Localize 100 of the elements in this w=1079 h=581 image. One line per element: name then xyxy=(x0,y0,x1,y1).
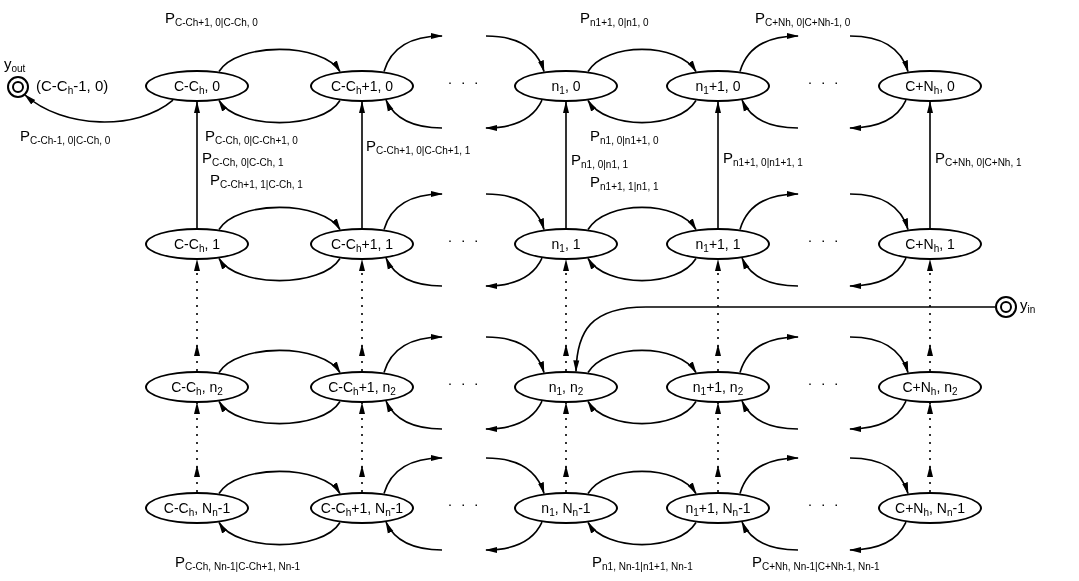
transition-arrow xyxy=(194,101,200,229)
ellipsis: · · · xyxy=(807,375,841,392)
transition-arrow xyxy=(739,33,799,73)
state-ellipse: C-C$_{h}$+1, 1 xyxy=(310,228,414,260)
edge-label: P$_{C+Nh, Nn-1|C+Nh-1, Nn-1}$ xyxy=(752,554,880,571)
transition-arrow xyxy=(587,470,697,495)
ellipsis: · · · xyxy=(807,496,841,513)
ellipsis: · · · xyxy=(447,232,481,249)
transition-arrow xyxy=(587,99,697,124)
state-ellipse: C-C$_{h}$, 0 xyxy=(145,70,249,102)
edge-label: P$_{C-Ch, 0|C-Ch+1, 0}$ xyxy=(205,128,298,145)
transition-arrow xyxy=(741,521,799,551)
transition-arrow xyxy=(849,336,909,374)
dotted-arrow xyxy=(715,259,721,372)
transition-arrow xyxy=(359,101,365,229)
ellipsis: · · · xyxy=(807,232,841,249)
edge-label: P$_{C-Ch, 0|C-Ch, 1}$ xyxy=(202,150,284,167)
state-ellipse: C-C$_{h}$, n$_{2}$ xyxy=(145,371,249,403)
transition-arrow xyxy=(385,521,443,551)
transition-arrow xyxy=(385,400,443,430)
transition-arrow xyxy=(485,521,543,553)
transition-arrow xyxy=(927,101,933,229)
state-ellipse: C-C$_{h}$+1, N$_{n}$-1 xyxy=(310,492,414,524)
transition-arrow xyxy=(385,99,443,129)
ellipsis: · · · xyxy=(447,496,481,513)
transition-arrow xyxy=(849,257,907,289)
transition-arrow xyxy=(587,521,697,546)
transition-arrow xyxy=(849,521,907,553)
edge-label: P$_{n1, Nn-1|n1+1, Nn-1}$ xyxy=(592,554,693,571)
transition-arrow xyxy=(739,191,799,231)
transition-arrow xyxy=(485,336,545,374)
transition-arrow xyxy=(741,99,799,129)
state-ellipse: n$_{1}$+1, 0 xyxy=(666,70,770,102)
dotted-arrow xyxy=(194,402,200,493)
transition-arrow xyxy=(218,400,341,425)
transition-arrow xyxy=(485,257,543,289)
edge-label: P$_{C-Ch, Nn-1|C-Ch+1, Nn-1}$ xyxy=(175,554,301,571)
transition-arrow xyxy=(739,334,799,374)
state-ellipse: n$_{1}$, N$_{n}$-1 xyxy=(514,492,618,524)
transition-arrow xyxy=(849,457,909,495)
dotted-arrow xyxy=(359,402,365,493)
dotted-arrow xyxy=(359,259,365,372)
transition-arrow xyxy=(218,206,341,231)
transition-arrow xyxy=(218,48,341,73)
state-ellipse: C-C$_{h}$+1, n$_{2}$ xyxy=(310,371,414,403)
state-ellipse: C-C$_{h}$, N$_{n}$-1 xyxy=(145,492,249,524)
node-caption: (C-C$_{h}$-1, 0) xyxy=(36,78,109,95)
transition-arrow xyxy=(573,306,996,373)
transition-arrow xyxy=(383,455,443,495)
edge-label: P$_{C+Nh, 0|C+Nh, 1}$ xyxy=(935,150,1022,167)
transition-arrow xyxy=(218,349,341,374)
edge-label: P$_{n1+1, 1|n1, 1}$ xyxy=(590,174,659,191)
node-caption: y$_{in}$ xyxy=(1020,297,1036,314)
node-caption: y$_{out}$ xyxy=(4,56,26,73)
ellipsis: · · · xyxy=(447,375,481,392)
edge-label: P$_{C+Nh, 0|C+Nh-1, 0}$ xyxy=(755,10,851,27)
state-ellipse: n$_{1}$+1, 1 xyxy=(666,228,770,260)
edge-label: P$_{n1, 0|n1+1, 0}$ xyxy=(590,128,659,145)
dotted-arrow xyxy=(194,259,200,372)
transition-arrow xyxy=(385,257,443,287)
state-ellipse: C-C$_{h}$+1, 0 xyxy=(310,70,414,102)
transition-arrow xyxy=(485,457,545,495)
transition-arrow xyxy=(383,191,443,231)
transition-arrow xyxy=(383,33,443,73)
transition-arrow xyxy=(587,400,697,425)
edge-label: P$_{n1+1, 0|n1+1, 1}$ xyxy=(723,150,803,167)
state-ellipse: C+N$_{h}$, 0 xyxy=(878,70,982,102)
transition-arrow xyxy=(587,48,697,73)
transition-arrow xyxy=(563,101,569,229)
dotted-arrow xyxy=(563,402,569,493)
transition-arrow xyxy=(741,257,799,287)
transition-arrow xyxy=(485,400,543,432)
transition-arrow xyxy=(24,94,174,123)
ellipsis: · · · xyxy=(447,74,481,91)
state-ellipse: n$_{1}$, 0 xyxy=(514,70,618,102)
state-ellipse: C+N$_{h}$, n$_{2}$ xyxy=(878,371,982,403)
edge-label: P$_{C-Ch-1, 0|C-Ch, 0}$ xyxy=(20,128,111,145)
transition-arrow xyxy=(849,400,907,432)
terminal-circle xyxy=(995,296,1017,318)
transition-arrow xyxy=(587,257,697,282)
transition-arrow xyxy=(485,35,545,73)
transition-arrow xyxy=(383,334,443,374)
transition-arrow xyxy=(218,521,341,546)
dotted-arrow xyxy=(715,402,721,493)
edge-label: P$_{C-Ch+1, 0|C-Ch+1, 1}$ xyxy=(366,138,471,155)
edge-label: P$_{n1+1, 0|n1, 0}$ xyxy=(580,10,649,27)
transition-arrow xyxy=(741,400,799,430)
transition-arrow xyxy=(485,99,543,131)
edge-label: P$_{n1, 0|n1, 1}$ xyxy=(571,152,629,169)
transition-arrow xyxy=(587,349,697,374)
transition-arrow xyxy=(485,193,545,231)
terminal-circle xyxy=(7,76,29,98)
state-ellipse: n$_{1}$, n$_{2}$ xyxy=(514,371,618,403)
state-ellipse: n$_{1}$+1, n$_{2}$ xyxy=(666,371,770,403)
transition-arrow xyxy=(849,99,907,131)
transition-arrow xyxy=(218,99,341,124)
transition-arrow xyxy=(587,206,697,231)
dotted-arrow xyxy=(927,402,933,493)
transition-arrow xyxy=(849,35,909,73)
dotted-arrow xyxy=(927,259,933,372)
